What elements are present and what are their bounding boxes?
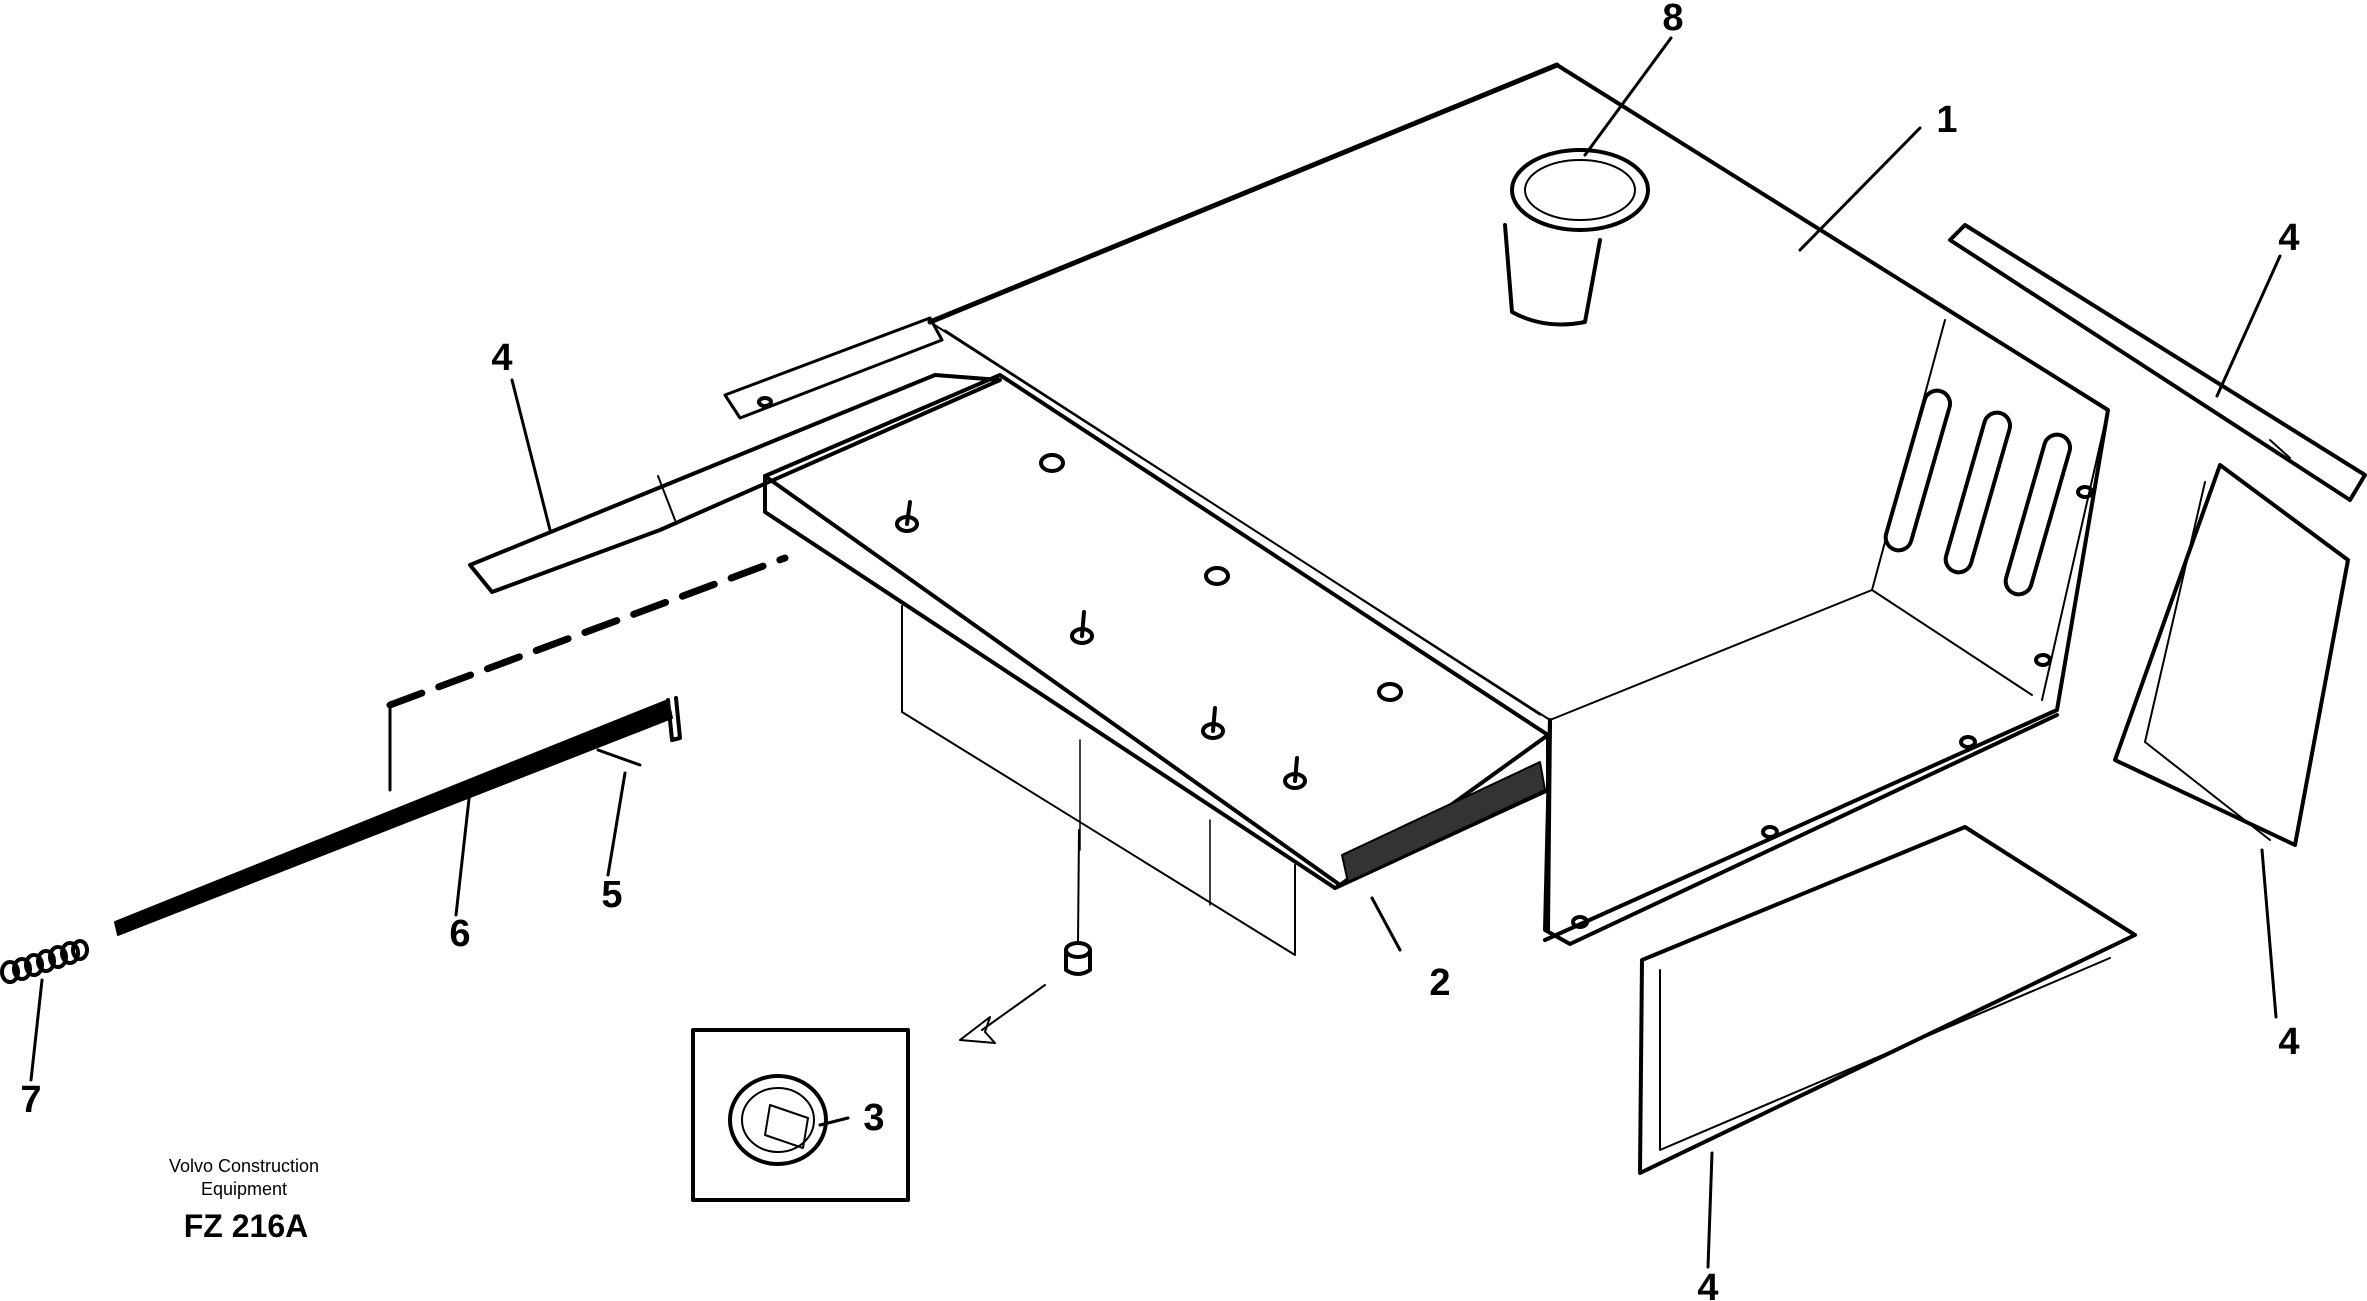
seal-frame-bottom [1638, 825, 2137, 1175]
callout-labels: 8 1 4 4 4 4 2 3 5 6 7 [20, 0, 2299, 1301]
callout-5: 5 [601, 874, 622, 916]
callout-7: 7 [20, 1079, 41, 1121]
seal-strip-upper-right [1948, 223, 2367, 502]
company-name-line1: Volvo Construction [169, 1156, 319, 1176]
grommet-detail [691, 829, 1092, 1202]
figure-code: FZ 216A [184, 1208, 308, 1244]
spring [0, 939, 89, 984]
callout-2: 2 [1429, 962, 1450, 1004]
callout-8: 8 [1662, 0, 1683, 39]
seal-strip-upper-left [468, 316, 1002, 594]
figure-footer: Volvo Construction Equipment FZ 216A [169, 1156, 319, 1244]
seal-frame-right [2113, 463, 2350, 847]
callout-4-upper-left: 4 [491, 337, 512, 379]
callout-4-right: 4 [2278, 1021, 2299, 1063]
filler-cap-neck [1503, 148, 1650, 327]
insulation-panel [763, 373, 1550, 956]
hood-cover [927, 62, 2110, 946]
callout-6: 6 [449, 913, 470, 955]
callout-3: 3 [863, 1097, 884, 1139]
callout-1: 1 [1936, 99, 1957, 141]
callout-4-upper-right: 4 [2278, 217, 2299, 259]
leader-lines [29, 36, 2282, 1269]
company-name-line2: Equipment [201, 1179, 287, 1199]
callout-4-bottom: 4 [1697, 1267, 1718, 1301]
support-rod [114, 554, 789, 936]
